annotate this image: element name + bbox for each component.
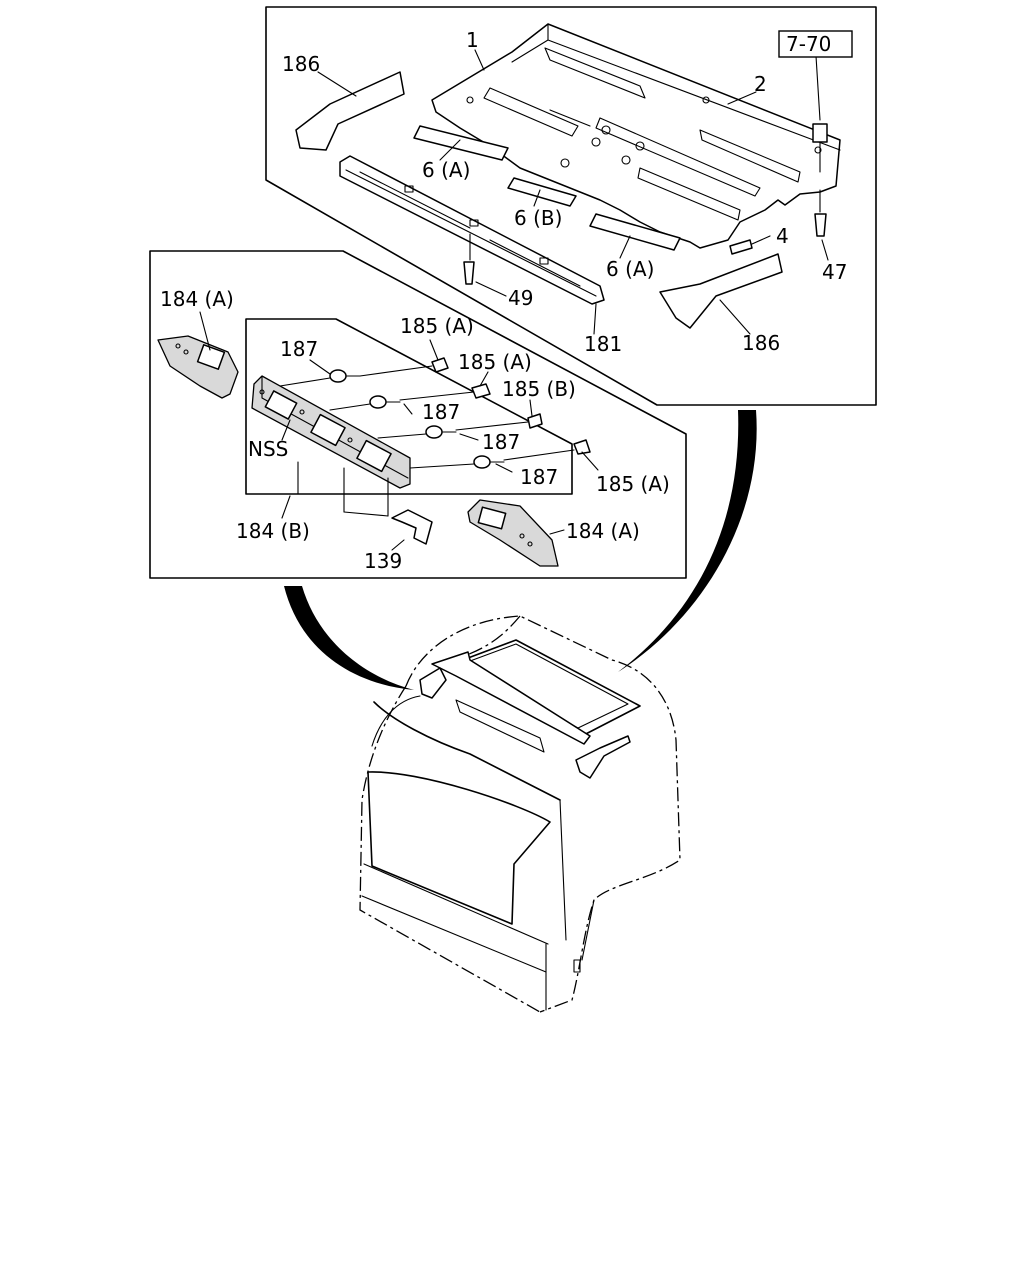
clip-49 (463, 233, 475, 285)
screws-187 (329, 369, 505, 469)
label-139: 139 (364, 549, 402, 573)
label-186-top: 186 (282, 52, 320, 76)
trim-184a-bottom (467, 499, 559, 567)
label-185a-2: 185 (A) (458, 350, 532, 374)
vehicle-body (359, 615, 681, 1013)
clips-185 (431, 357, 591, 455)
label-ref-box: 7-70 (786, 32, 831, 56)
label-49: 49 (508, 286, 533, 310)
label-6a-bottom: 6 (A) (606, 257, 654, 281)
pad-6a-top (413, 125, 509, 161)
label-6a-top: 6 (A) (422, 158, 470, 182)
label-184b: 184 (B) (236, 519, 310, 543)
middle-frame (149, 250, 687, 579)
pad-6a-bottom (589, 213, 681, 251)
label-184a-top: 184 (A) (160, 287, 234, 311)
top-frame (265, 6, 877, 406)
label-187-1: 187 (280, 337, 318, 361)
arc-right (618, 410, 757, 672)
label-1: 1 (466, 28, 479, 52)
leaders-middle (199, 311, 599, 551)
arc-left (284, 586, 414, 690)
label-nss: NSS (248, 437, 288, 461)
pad-6b (507, 177, 577, 207)
label-2: 2 (754, 72, 767, 96)
labels: 7-70 1 2 4 6 (A) 6 (B) 6 (A) 47 49 181 1… (160, 28, 847, 573)
label-185a-1: 185 (A) (400, 314, 474, 338)
label-187-3: 187 (482, 430, 520, 454)
trim-186-bottom (659, 253, 783, 329)
console-guides (279, 365, 575, 469)
ref-box (778, 30, 853, 58)
label-187-2: 187 (422, 400, 460, 424)
label-185b: 185 (B) (502, 377, 576, 401)
label-185a-3: 185 (A) (596, 472, 670, 496)
label-184a-bottom: 184 (A) (566, 519, 640, 543)
label-187-4: 187 (520, 465, 558, 489)
strip-4 (729, 239, 753, 255)
label-186-bottom: 186 (742, 331, 780, 355)
clip-47 (812, 123, 828, 237)
front-rail-181 (339, 155, 605, 305)
inner-frame (245, 318, 573, 495)
label-181: 181 (584, 332, 622, 356)
label-6b: 6 (B) (514, 206, 562, 230)
label-4: 4 (776, 224, 789, 248)
trim-186-top (295, 71, 405, 151)
headliner-panel (431, 23, 841, 249)
label-47: 47 (822, 260, 847, 284)
console-184b (251, 375, 411, 489)
leaders-top (317, 49, 829, 335)
bracket-139 (297, 461, 433, 545)
trim-184a-top (157, 335, 239, 399)
